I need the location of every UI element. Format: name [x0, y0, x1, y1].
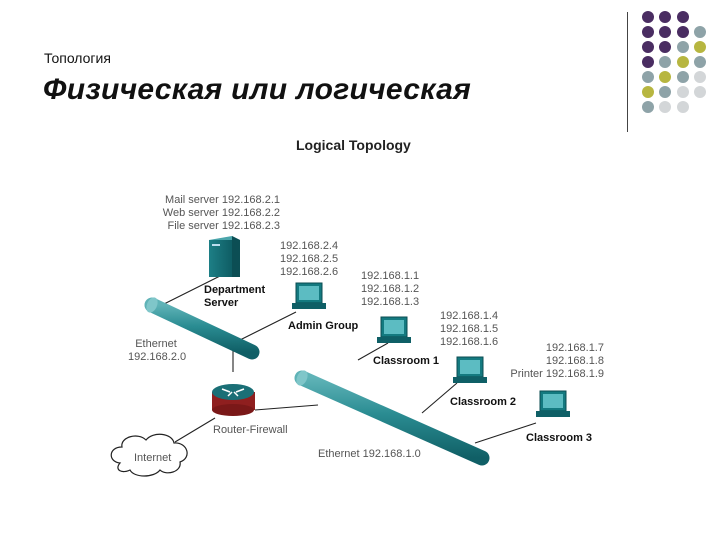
router-icon: [212, 384, 255, 416]
computer-icon-admin: [292, 282, 326, 309]
slide-title: Физическая или логическая: [43, 73, 472, 106]
admin-ips: 192.168.2.4 192.168.2.5 192.168.2.6: [280, 240, 338, 279]
ethernet-top-name: Ethernet: [135, 338, 177, 350]
ethernet-top-label: Ethernet 192.168.2.0: [128, 338, 187, 364]
department-server-label: Department Server: [204, 284, 266, 309]
ethernet-cable-top: [144, 297, 260, 360]
title-divider: [627, 12, 628, 132]
computer-icon-classroom1: [377, 316, 411, 343]
ethernet-bottom-label: Ethernet 192.168.1.0: [318, 448, 421, 460]
admin-group-label: Admin Group: [288, 320, 359, 332]
classroom3-label: Classroom 3: [526, 432, 593, 444]
server-info-line: Web server 192.168.2.2: [162, 207, 280, 219]
classroom1-label: Classroom 1: [373, 355, 440, 367]
servers-info: Mail server 192.168.2.1 Web server 192.1…: [150, 194, 280, 233]
ip-line: 192.168.1.8: [545, 355, 604, 367]
ip-line: 192.168.1.2: [361, 283, 420, 295]
classroom3-ips: 192.168.1.7 192.168.1.8 Printer 192.168.…: [508, 342, 604, 381]
internet-label: Internet: [134, 452, 172, 464]
ip-line: 192.168.1.5: [440, 323, 499, 335]
ip-line: 192.168.1.6: [440, 336, 499, 348]
connection-lines: [161, 274, 537, 444]
classroom2-label: Classroom 2: [450, 396, 517, 408]
router-label: Router-Firewall: [213, 424, 288, 436]
ip-line: 192.168.1.7: [545, 342, 604, 354]
server-info-line: File server 192.168.2.3: [167, 220, 280, 232]
ip-line: 192.168.2.5: [280, 253, 339, 265]
ip-line: 192.168.1.1: [361, 270, 420, 282]
server-icon: [209, 236, 240, 277]
ip-line: 192.168.2.4: [280, 240, 339, 252]
classroom1-ips: 192.168.1.1 192.168.1.2 192.168.1.3: [361, 270, 419, 309]
ip-line: 192.168.2.6: [280, 266, 339, 278]
ethernet-top-net: 192.168.2.0: [128, 351, 187, 363]
cloud-icon: [110, 433, 188, 477]
ip-line: 192.168.1.3: [361, 296, 420, 308]
ip-line: Printer 192.168.1.9: [510, 368, 604, 380]
server-info-line: Mail server 192.168.2.1: [165, 194, 280, 206]
computer-icon-classroom3: [536, 390, 570, 417]
diagram-title: Logical Topology: [296, 137, 411, 153]
ip-line: 192.168.1.4: [440, 310, 499, 322]
ethernet-cable-bottom: [294, 370, 490, 466]
computer-icon-classroom2: [453, 356, 487, 383]
slide-subtitle: Топология: [44, 50, 111, 66]
classroom2-ips: 192.168.1.4 192.168.1.5 192.168.1.6: [440, 310, 498, 349]
